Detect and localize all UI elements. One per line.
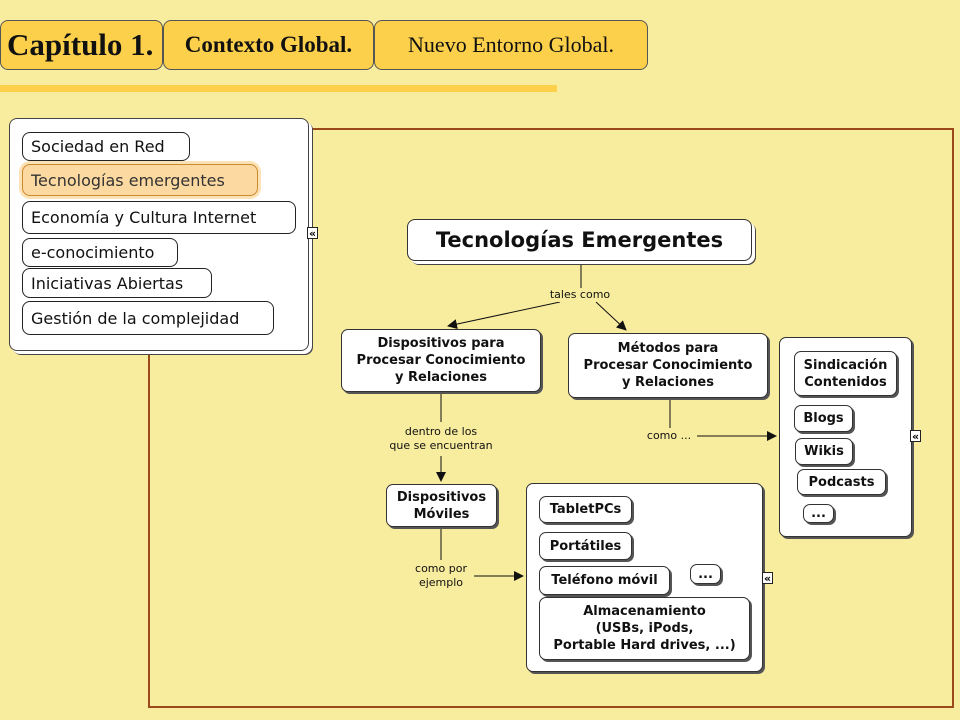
menu-item-label: Gestión de la complejidad xyxy=(31,308,240,328)
tab-label: Contexto Global. xyxy=(184,32,353,57)
menu-item-economia-cultura-internet[interactable]: Economía y Cultura Internet xyxy=(22,201,296,234)
tab-contexto-global[interactable]: Contexto Global. xyxy=(163,20,374,70)
link-label-dentro-de-los: dentro de los que se encuentran xyxy=(377,425,505,453)
concept-tabletpcs[interactable]: TabletPCs xyxy=(539,496,632,523)
concept-telefono-movil[interactable]: Teléfono móvil xyxy=(539,566,670,595)
concept-blogs[interactable]: Blogs xyxy=(794,405,853,432)
link-to-metodos xyxy=(595,301,627,331)
concept-almacenamiento[interactable]: Almacenamiento (USBs, iPods, Portable Ha… xyxy=(539,597,750,660)
tab-capitulo-1[interactable]: Capítulo 1. xyxy=(0,20,163,70)
double-chevron-left-icon[interactable]: « xyxy=(910,430,921,443)
concept-sindicacion-contenidos[interactable]: Sindicación Contenidos xyxy=(794,351,897,396)
tab-nuevo-entorno-global[interactable]: Nuevo Entorno Global. xyxy=(374,20,648,70)
menu-item-iniciativas-abiertas[interactable]: Iniciativas Abiertas xyxy=(22,268,212,298)
header-underline xyxy=(0,85,557,92)
concept-title-tecnologias-emergentes[interactable]: Tecnologías Emergentes xyxy=(407,219,752,261)
menu-item-gestion-complejidad[interactable]: Gestión de la complejidad xyxy=(22,301,274,335)
menu-item-sociedad-en-red[interactable]: Sociedad en Red xyxy=(22,132,190,161)
menu-item-label: Economía y Cultura Internet xyxy=(31,208,257,227)
concept-more-metodos[interactable]: ... xyxy=(803,504,834,523)
link-label-como: como ... xyxy=(641,429,697,443)
concept-dispositivos-moviles[interactable]: Dispositivos Móviles xyxy=(386,484,497,527)
menu-item-tecnologias-emergentes[interactable]: Tecnologías emergentes xyxy=(22,164,258,196)
menu-item-label: e-conocimiento xyxy=(31,243,155,262)
double-chevron-left-icon[interactable]: « xyxy=(762,572,773,585)
concept-podcasts[interactable]: Podcasts xyxy=(797,469,886,495)
link-label-como-por-ejemplo: como por ejemplo xyxy=(408,562,474,590)
content-frame xyxy=(148,128,954,708)
link-to-dispositivos xyxy=(447,301,561,330)
tab-label: Capítulo 1. xyxy=(7,27,154,62)
double-chevron-left-icon[interactable]: « xyxy=(307,227,318,240)
concept-more-moviles[interactable]: ... xyxy=(690,564,721,584)
menu-item-e-conocimiento[interactable]: e-conocimiento xyxy=(22,238,178,267)
menu-item-label: Sociedad en Red xyxy=(31,137,165,156)
tab-label: Nuevo Entorno Global. xyxy=(408,32,614,57)
concept-wikis[interactable]: Wikis xyxy=(795,438,853,465)
concept-metodos-procesar[interactable]: Métodos para Procesar Conocimiento y Rel… xyxy=(568,333,768,398)
menu-item-label: Tecnologías emergentes xyxy=(31,170,225,190)
concept-dispositivos-procesar[interactable]: Dispositivos para Procesar Conocimiento … xyxy=(341,329,541,392)
concept-portatiles[interactable]: Portátiles xyxy=(539,532,632,560)
menu-item-label: Iniciativas Abiertas xyxy=(31,273,184,293)
link-label-tales-como: tales como xyxy=(544,288,616,302)
